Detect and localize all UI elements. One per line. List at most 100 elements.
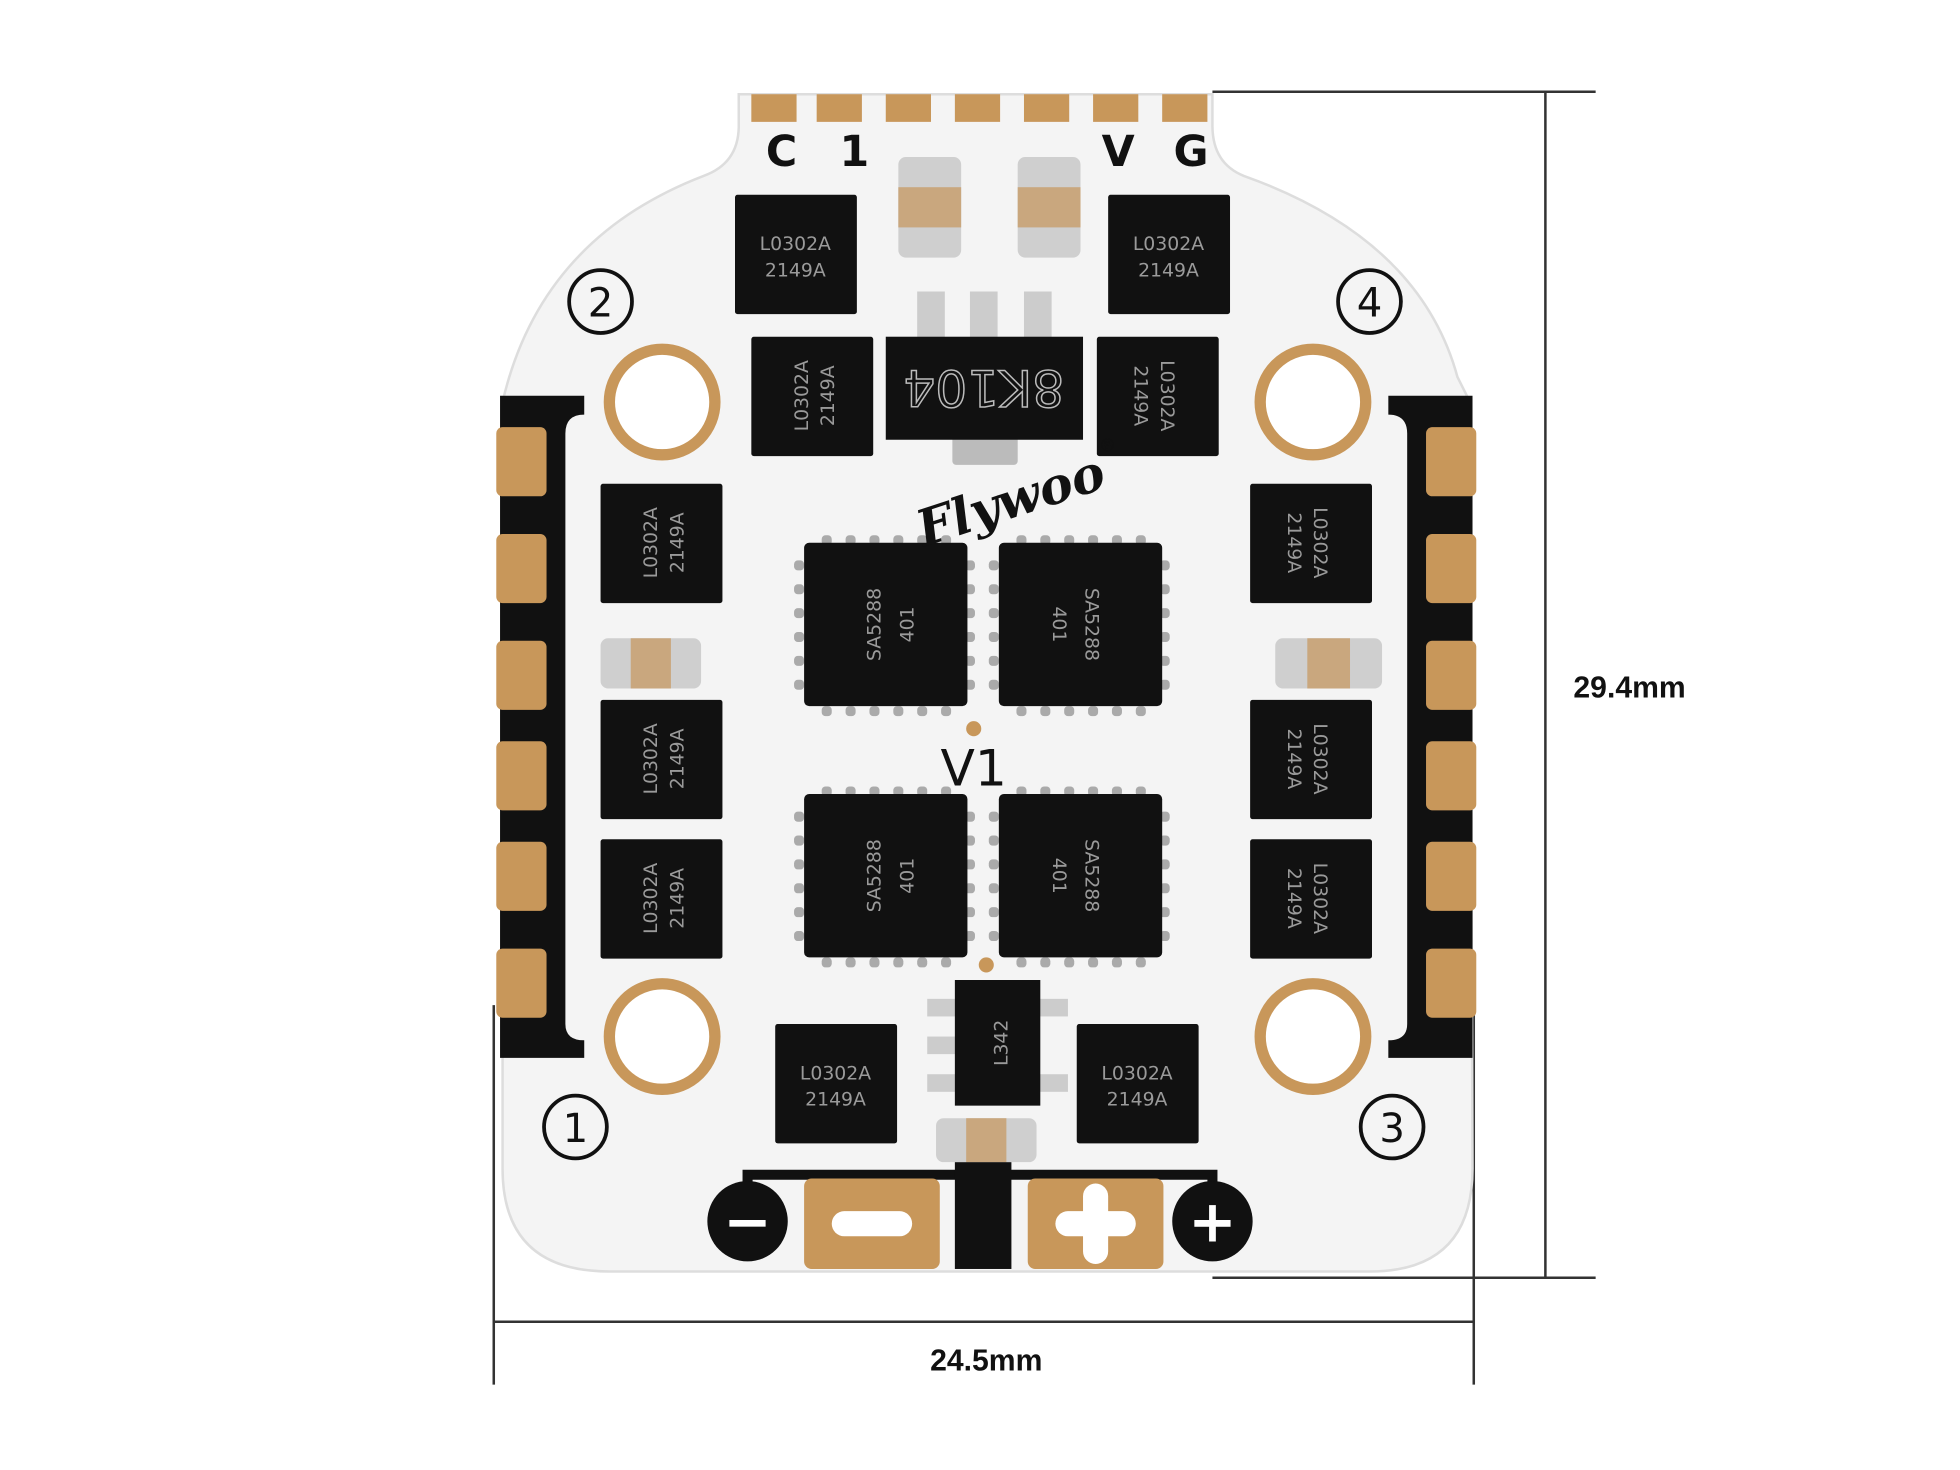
mounting-hole [603, 343, 721, 461]
power-trace-center [954, 1162, 1012, 1269]
driver-marking-line1: SA5288 [865, 839, 886, 912]
driver-ic: SA5288 401 [988, 535, 1170, 717]
mosfet-marking-line1: L0302A [641, 863, 662, 934]
negative-symbol: − [723, 1187, 771, 1255]
top-solder-pad [1162, 94, 1208, 122]
capacitor-body [966, 1118, 1007, 1163]
mosfet-marking-line1: L0302A [1309, 863, 1330, 934]
minus-pad-symbol [831, 1211, 913, 1237]
capacitor-body [898, 187, 962, 228]
mosfet-marking-line1: L0302A [800, 1063, 871, 1084]
motor-number-3: 3 [1379, 1106, 1405, 1152]
regulator-marking: 8K104 [903, 359, 1064, 418]
mosfet-marking-line2: 2149A [1283, 728, 1304, 789]
motor-pads [496, 427, 1477, 1018]
mosfet-marking-line1: L0302A [792, 360, 813, 431]
mosfet-marking-line2: 2149A [1283, 868, 1304, 929]
dimension-lines [492, 90, 1596, 1385]
motor-solder-pad [496, 841, 547, 911]
driver-ic-body [998, 542, 1163, 707]
mosfet-body [600, 699, 723, 820]
driver-marking-line2: 401 [897, 606, 918, 642]
pin-label-1: 1 [839, 127, 869, 177]
motor-number-4: 4 [1357, 281, 1383, 327]
mosfet-marking-line2: 2149A [818, 365, 839, 426]
mosfet-marking-line2: 2149A [1283, 512, 1304, 573]
mosfet-body [1250, 483, 1372, 604]
mounting-hole [1254, 343, 1372, 461]
mosfet-body [1096, 336, 1219, 457]
driver-marking-line2: 401 [1048, 606, 1069, 642]
mosfet-chip: L0302A 2149A [1076, 1023, 1199, 1144]
mosfet-marking-line2: 2149A [667, 512, 688, 573]
mosfet-marking-line1: L0302A [641, 507, 662, 578]
motor-solder-pad [1426, 948, 1477, 1018]
driver-ic-body [804, 542, 968, 707]
width-dimension-label: 24.5mm [930, 1345, 1042, 1378]
motor-solder-pad [496, 640, 547, 710]
logo-registered-mark: ® [1097, 434, 1120, 458]
plus-pad-symbol-v [1083, 1183, 1109, 1264]
motor-solder-pad [1426, 841, 1477, 911]
mosfet-marking-line2: 2149A [805, 1090, 866, 1111]
motor-solder-pad [1426, 427, 1477, 497]
pin-label-v: V [1102, 127, 1135, 177]
regulator-chip: 8K104 [885, 291, 1084, 465]
mosfet-marking-line2: 2149A [1107, 1090, 1168, 1111]
mounting-holes [603, 343, 1372, 1095]
driver-ic: SA5288 401 [794, 786, 975, 968]
capacitor-body [1017, 187, 1081, 228]
motor-number-1: 1 [563, 1106, 589, 1152]
positive-marker [1172, 1181, 1253, 1262]
mosfet-marking-line2: 2149A [667, 868, 688, 929]
driver-ic-body [804, 794, 968, 958]
test-point [978, 957, 994, 973]
mosfet-body [1250, 839, 1372, 959]
motor-number-2: 2 [588, 281, 614, 327]
mosfet-body [751, 336, 874, 457]
mosfet-chip: L0302A 2149A [775, 1023, 898, 1144]
mosfet-marking-line1: L0302A [1156, 360, 1177, 431]
top-solder-pad [954, 94, 1001, 122]
top-solder-pad [885, 94, 931, 122]
mosfet-marking-line2: 2149A [1138, 260, 1199, 281]
driver-marking-line1: SA5288 [1081, 588, 1102, 661]
mosfet-marking-line2: 2149A [765, 260, 826, 281]
motor-solder-pad [496, 533, 547, 604]
driver-marking-line1: SA5288 [865, 588, 886, 661]
test-point [966, 721, 982, 737]
top-pads [751, 94, 1208, 122]
mosfet-body [1250, 699, 1372, 820]
mosfet-marking-line1: L0302A [1133, 234, 1204, 255]
pin-label-g: G [1174, 127, 1209, 177]
mounting-hole [603, 978, 721, 1095]
mosfet-marking-line1: L0302A [1309, 723, 1330, 794]
motor-solder-pad [496, 427, 547, 497]
mosfet-marking-line1: L0302A [1101, 1063, 1172, 1084]
motor-solder-pad [1426, 533, 1477, 604]
mosfet-body [1108, 194, 1231, 315]
negative-marker [707, 1181, 788, 1262]
mosfet-marking-line2: 2149A [667, 728, 688, 789]
driver-marking-line2: 401 [897, 858, 918, 894]
mosfet-body [775, 1023, 898, 1144]
mosfet-body [735, 194, 857, 315]
mosfet-marking-line1: L0302A [641, 723, 662, 794]
top-solder-pad [1093, 94, 1139, 122]
mosfet-chip: L0302A 2149A [1108, 194, 1231, 315]
driver-marking-line2: 401 [1048, 858, 1069, 894]
capacitors [600, 157, 1383, 1163]
top-solder-pad [1023, 94, 1070, 122]
top-solder-pad [751, 94, 797, 122]
driver-marking-line1: SA5288 [1081, 839, 1102, 912]
driver-ic: SA5288 401 [794, 535, 975, 717]
